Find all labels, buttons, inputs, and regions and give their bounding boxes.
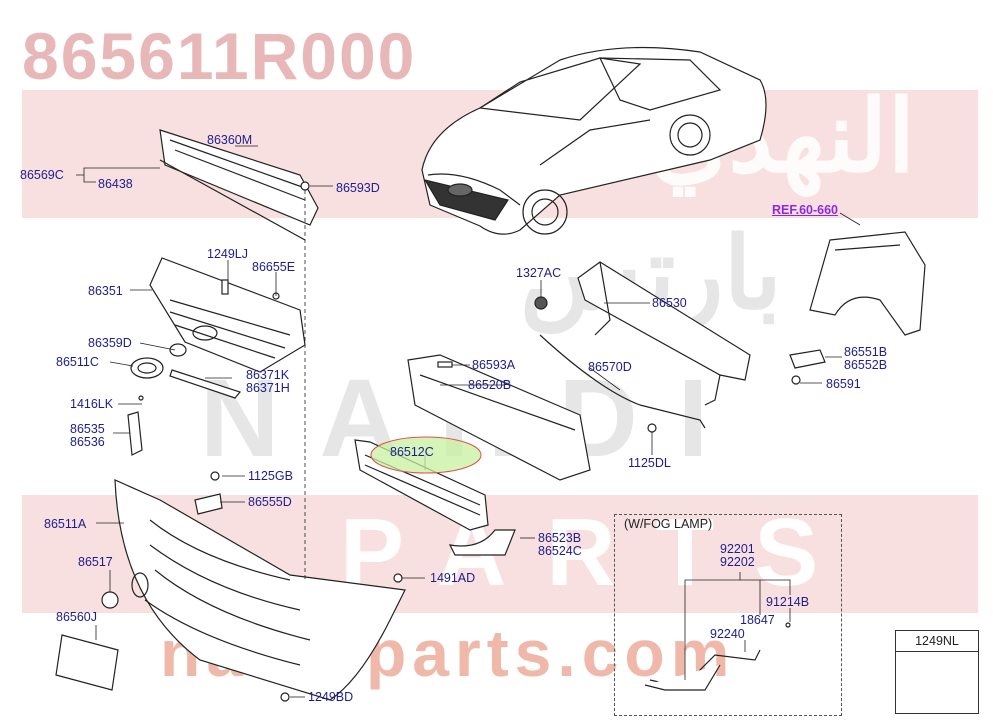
emblem-86359d <box>169 343 187 357</box>
part-label-86552b[interactable]: 86552B <box>844 358 888 372</box>
bumper-cover-86511a <box>114 479 406 701</box>
car-illustration <box>421 46 767 235</box>
wire-86570d <box>539 334 706 429</box>
fog-lamp-harness <box>644 622 791 691</box>
upper-member-86360m <box>159 129 319 241</box>
side-bracket-86535 <box>127 411 143 456</box>
part-label-86536[interactable]: 86536 <box>70 435 105 449</box>
watermark-part-number: 865611R000 <box>22 19 417 93</box>
part-label-92201[interactable]: 92201 <box>720 542 755 556</box>
part-label-86523b[interactable]: 86523B <box>538 531 582 545</box>
part-label-86517[interactable]: 86517 <box>78 555 113 569</box>
part-label-86655e[interactable]: 86655E <box>252 260 296 274</box>
part-label-92240[interactable]: 92240 <box>710 627 745 641</box>
part-label-86593d[interactable]: 86593D <box>336 181 380 195</box>
part-label-1249bd[interactable]: 1249BD <box>308 690 354 704</box>
part-label-92202[interactable]: 92202 <box>720 555 755 569</box>
fog-cover-86523b <box>448 529 516 556</box>
watermark-latin-2: PARTS <box>340 499 859 606</box>
bracket-86551b <box>789 349 826 369</box>
legend-part-number: 1249NL <box>896 631 978 652</box>
part-label-86371h[interactable]: 86371H <box>246 381 290 395</box>
part-label-86520b[interactable]: 86520B <box>468 378 512 392</box>
ref-label[interactable]: REF.60-660 <box>772 203 839 217</box>
part-label-86551b[interactable]: 86551B <box>844 345 888 359</box>
fog-lamp-box <box>614 514 842 716</box>
part-label-86569c[interactable]: 86569C <box>20 168 64 182</box>
part-label-86535[interactable]: 86535 <box>70 422 105 436</box>
part-label-86351[interactable]: 86351 <box>88 284 123 298</box>
legend-box: 1249NL <box>895 630 979 714</box>
part-label-86511a[interactable]: 86511A <box>44 517 87 531</box>
part-label-86555d[interactable]: 86555D <box>248 495 292 509</box>
part-label-86438[interactable]: 86438 <box>98 177 133 191</box>
fog-lamp-box-title: (W/FOG LAMP) <box>624 517 713 531</box>
part-label-86360m[interactable]: 86360M <box>207 133 253 147</box>
part-label-86512c[interactable]: 86512C <box>390 445 434 459</box>
part-label-91214b[interactable]: 91214B <box>766 595 810 609</box>
part-label-1416lk[interactable]: 1416LK <box>70 397 114 411</box>
part-label-1491ad[interactable]: 1491AD <box>430 571 476 585</box>
part-label-18647[interactable]: 18647 <box>740 613 775 627</box>
energy-absorber-86520b <box>407 354 591 481</box>
part-label-1125gb[interactable]: 1125GB <box>248 469 293 483</box>
back-beam-86530 <box>577 261 751 406</box>
emblem-86511c <box>130 357 164 379</box>
part-label-86593a[interactable]: 86593A <box>472 358 516 372</box>
part-label-86570d[interactable]: 86570D <box>588 360 632 374</box>
part-label-86560j[interactable]: 86560J <box>56 610 98 624</box>
highlight-86512c <box>370 436 482 474</box>
part-label-86359d[interactable]: 86359D <box>88 336 132 350</box>
part-label-86524c[interactable]: 86524C <box>538 544 582 558</box>
part-label-86591[interactable]: 86591 <box>826 377 861 391</box>
fender-ref <box>809 231 926 336</box>
part-label-1327ac[interactable]: 1327AC <box>516 266 562 280</box>
plate-bracket-86560j <box>55 634 119 691</box>
part-label-1125dl[interactable]: 1125DL <box>628 456 671 470</box>
part-label-1249lj[interactable]: 1249LJ <box>207 247 249 261</box>
part-label-86371k[interactable]: 86371K <box>246 368 290 382</box>
part-label-86511c[interactable]: 86511C <box>56 355 99 369</box>
part-label-86530[interactable]: 86530 <box>652 296 687 310</box>
cap-86517 <box>101 591 119 609</box>
bracket-86555d <box>194 493 223 515</box>
leader-lines <box>76 145 861 698</box>
moulding-86371k <box>169 369 242 399</box>
